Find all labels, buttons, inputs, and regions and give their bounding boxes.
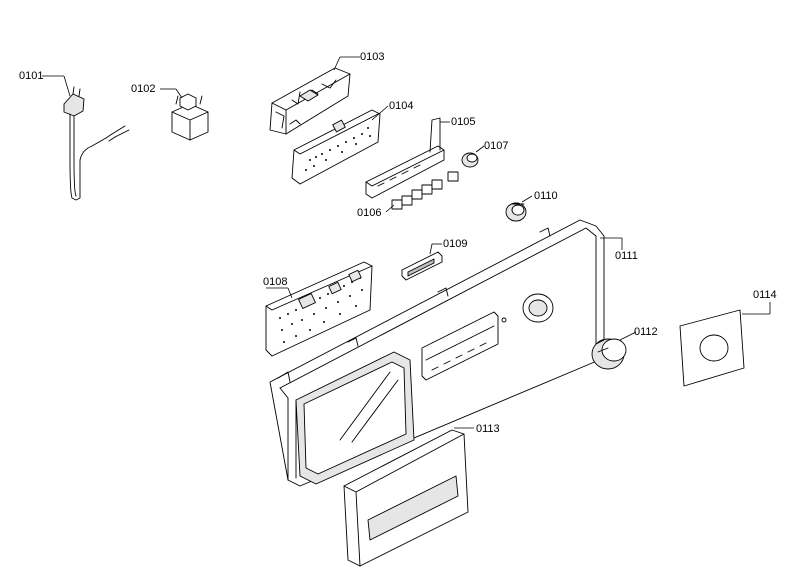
programme-knob-drawing <box>591 338 627 370</box>
part-label-0105: 0105 <box>451 116 475 128</box>
panel-label-drawing <box>679 309 745 387</box>
part-label-0106: 0106 <box>357 207 381 219</box>
part-label-0109: 0109 <box>443 238 467 250</box>
part-label-0113: 0113 <box>476 423 500 435</box>
part-label-0102: 0102 <box>131 83 155 95</box>
part-label-0112: 0112 <box>634 326 658 338</box>
part-label-0107: 0107 <box>484 140 508 152</box>
part-label-0101: 0101 <box>19 70 43 82</box>
part-label-0110: 0110 <box>534 190 558 202</box>
power-cord-drawing <box>63 86 130 201</box>
module-housing-drawing <box>269 67 351 135</box>
part-label-0114: 0114 <box>753 289 777 301</box>
small-knob-drawing <box>461 152 479 168</box>
push-buttons-drawing <box>391 171 459 210</box>
drawer-cover-drawing <box>343 429 469 567</box>
interference-filter-drawing <box>171 93 209 141</box>
control-pcb-drawing <box>291 109 381 185</box>
display-window-drawing <box>401 251 443 281</box>
button-carrier-drawing <box>365 117 445 199</box>
part-label-0103: 0103 <box>360 51 384 63</box>
part-label-0111: 0111 <box>615 250 638 262</box>
part-label-0104: 0104 <box>389 100 413 112</box>
control-panel-fascia-drawing <box>269 219 605 487</box>
selector-insert-drawing <box>505 202 527 222</box>
main-pcb-drawing <box>265 261 373 357</box>
part-label-0108: 0108 <box>263 276 287 288</box>
